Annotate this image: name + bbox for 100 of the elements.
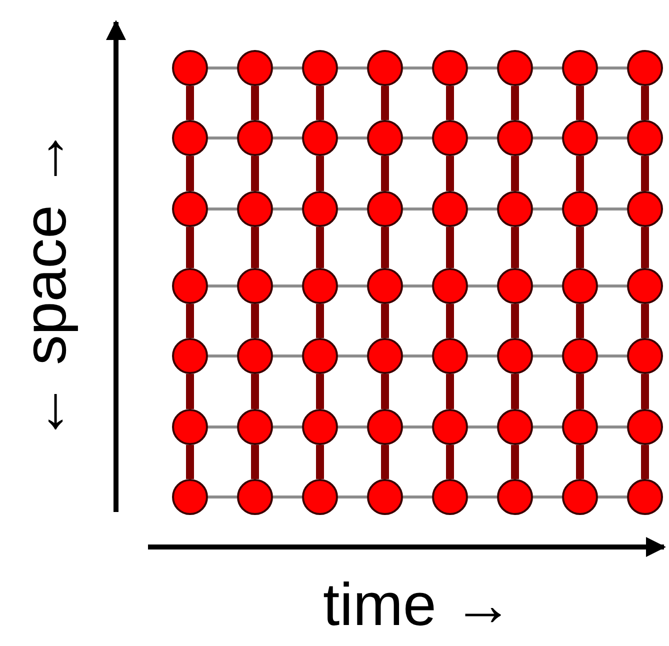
lattice-node (172, 191, 208, 227)
lattice-node (172, 409, 208, 445)
connector-line (273, 426, 302, 428)
thick-connector (381, 156, 389, 191)
lattice-node (367, 268, 403, 304)
axis-label: ← space → (15, 128, 76, 442)
lattice-node (562, 50, 598, 86)
lattice-node (627, 120, 663, 156)
lattice-node (237, 409, 273, 445)
connector-line (208, 208, 237, 210)
thick-connector (511, 86, 519, 120)
connector-line (533, 136, 562, 140)
lattice-node (367, 338, 403, 374)
thick-connector (511, 156, 519, 191)
connector-line (468, 208, 497, 210)
lattice-node (432, 338, 468, 374)
connector-line (598, 426, 627, 428)
lattice-node (302, 479, 338, 515)
thick-connector (511, 445, 519, 479)
thick-connector (186, 156, 194, 191)
lattice-node (367, 479, 403, 515)
thick-connector (381, 445, 389, 479)
lattice-node (172, 50, 208, 86)
connector-line (598, 208, 627, 210)
thick-connector (641, 374, 649, 409)
thick-connector (316, 374, 324, 409)
thick-connector (641, 156, 649, 191)
connector-line (273, 208, 302, 210)
lattice-node (627, 338, 663, 374)
lattice-node (497, 268, 533, 304)
connector-line (208, 136, 237, 140)
connector-line (598, 66, 627, 70)
lattice-node (172, 479, 208, 515)
connector-line (468, 284, 497, 288)
connector-line (598, 354, 627, 358)
lattice-node (302, 409, 338, 445)
lattice-node (237, 479, 273, 515)
connector-line (533, 284, 562, 288)
connector-line (468, 426, 497, 428)
thick-connector (316, 156, 324, 191)
connector-line (468, 354, 497, 358)
thick-connector (446, 86, 454, 120)
lattice-node (432, 479, 468, 515)
thick-connector (381, 227, 389, 268)
connector-line (598, 496, 627, 498)
connector-line (338, 496, 367, 498)
connector-line (468, 496, 497, 498)
connector-line (468, 136, 497, 140)
thick-connector (576, 156, 584, 191)
connector-line (533, 496, 562, 498)
connector-line (208, 66, 237, 70)
lattice-node (627, 50, 663, 86)
thick-connector (251, 445, 259, 479)
lattice-node (172, 338, 208, 374)
thick-connector (251, 156, 259, 191)
lattice-node (237, 338, 273, 374)
lattice-node (367, 191, 403, 227)
thick-connector (186, 374, 194, 409)
thick-connector (316, 304, 324, 338)
thick-connector (186, 227, 194, 268)
thick-connector (381, 374, 389, 409)
thick-connector (446, 445, 454, 479)
connector-line (598, 136, 627, 140)
connector-line (338, 66, 367, 70)
connector-line (208, 496, 237, 498)
lattice-node (172, 120, 208, 156)
connector-line (273, 66, 302, 70)
connector-line (533, 354, 562, 358)
connector-line (208, 426, 237, 428)
lattice-node (627, 191, 663, 227)
lattice-node (432, 50, 468, 86)
lattice-node (237, 191, 273, 227)
lattice-node (497, 338, 533, 374)
lattice-node (432, 268, 468, 304)
lattice-node (302, 191, 338, 227)
lattice-node (497, 191, 533, 227)
thick-connector (186, 304, 194, 338)
lattice-node (497, 479, 533, 515)
thick-connector (446, 374, 454, 409)
thick-connector (576, 374, 584, 409)
thick-connector (446, 156, 454, 191)
thick-connector (511, 374, 519, 409)
axis-label: time → (323, 575, 514, 635)
lattice-node (627, 409, 663, 445)
lattice-node (562, 268, 598, 304)
thick-connector (316, 86, 324, 120)
connector-line (403, 66, 432, 70)
thick-connector (641, 86, 649, 120)
connector-line (338, 136, 367, 140)
thick-connector (511, 304, 519, 338)
thick-connector (186, 445, 194, 479)
lattice-node (497, 50, 533, 86)
lattice-node (302, 120, 338, 156)
lattice-node (432, 191, 468, 227)
lattice-node (562, 479, 598, 515)
lattice-node (562, 409, 598, 445)
thick-connector (251, 304, 259, 338)
connector-line (338, 354, 367, 358)
thick-connector (576, 304, 584, 338)
connector-line (403, 426, 432, 428)
